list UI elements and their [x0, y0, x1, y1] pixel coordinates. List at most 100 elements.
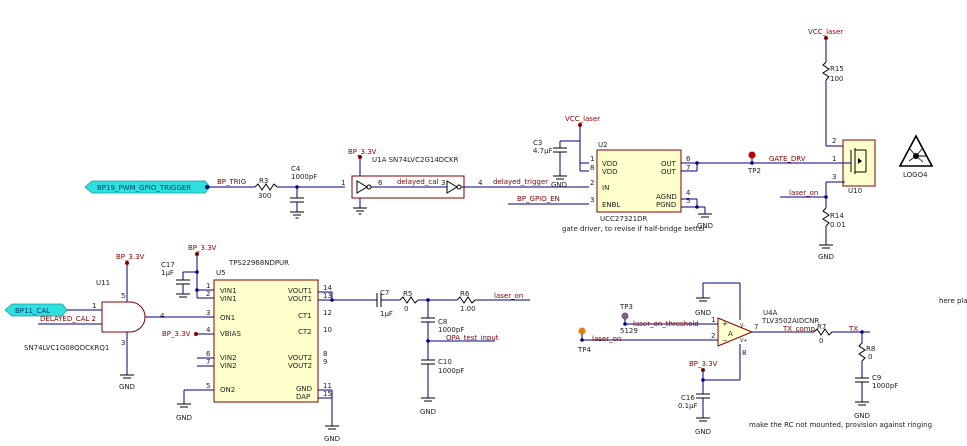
c8-value: 1000pF	[438, 326, 464, 334]
u5-p5: 5	[206, 382, 210, 390]
r3-resistor: R3 300	[254, 177, 278, 200]
r7-resistor: R7 0	[813, 323, 833, 345]
c9-gnd-label: GND	[854, 412, 870, 420]
r8-label: R8	[866, 345, 875, 353]
tp2-testpoint[interactable]	[748, 151, 756, 159]
c7-value: 1µF	[380, 310, 393, 318]
u4a-p7: 7	[754, 323, 758, 331]
u5-p14: 14	[323, 284, 332, 292]
u4a-comparator	[717, 317, 754, 347]
c3-gnd-label: GND	[551, 181, 567, 189]
u5-p11: 11	[323, 382, 332, 390]
u10-label: U10	[848, 187, 862, 195]
tp3-testpoint[interactable]	[621, 312, 629, 320]
u1a-label: U1A SN74LVC2G14DCKR	[372, 156, 459, 164]
u2-p1: 1	[590, 155, 594, 163]
c9-label: C9	[872, 374, 881, 382]
c4-capacitor: C4 1000pF	[290, 165, 317, 219]
u10-gnd-label: GND	[818, 253, 834, 261]
u2-p7: 7	[686, 164, 690, 172]
u5-p12: 12	[323, 309, 332, 317]
r5-value: 0	[404, 305, 408, 313]
u5-p3: 3	[206, 309, 210, 317]
u5-vin1a: VIN1	[220, 287, 237, 295]
u5-dap: DAP	[296, 393, 310, 401]
laser-on-tp4-label: laser_on	[592, 335, 621, 343]
u5-ct2: CT2	[298, 328, 312, 336]
u5-p8: 8	[323, 350, 327, 358]
u5-label: U5	[216, 269, 226, 277]
c9-value: 1000pF	[872, 382, 898, 390]
here-place-note: here plac	[939, 297, 967, 305]
u5-p1: 1	[206, 282, 210, 290]
u2-p5: 5	[686, 197, 690, 205]
u5-p10: 10	[323, 326, 332, 334]
u4a-gnd-label: GND	[695, 309, 711, 317]
bp11-cal-label: BP11_CAL	[15, 307, 50, 315]
r15-value: 100	[830, 75, 843, 83]
c17-capacitor: C17 1µF	[161, 261, 190, 298]
c16-label: C16	[681, 394, 695, 402]
gate-drv-label: GATE_DRV	[769, 155, 806, 163]
u5-vout2a: VOUT2	[288, 354, 312, 362]
r3-label: R3	[259, 177, 268, 185]
rc-note: make the RC not mounted, provision again…	[749, 421, 932, 429]
u4a-part: TLV3502AIDCNR	[761, 317, 819, 325]
u1a-pin3: 3	[441, 179, 445, 187]
u4a-p2: 2	[711, 332, 715, 340]
tx-label: TX	[848, 325, 858, 333]
c16-value: 0.1µF	[678, 402, 698, 410]
logo-label: LOGO4	[903, 171, 928, 179]
u11-power-label: BP_3.3V	[116, 253, 145, 261]
c17-value: 1µF	[161, 269, 174, 277]
u1a-pin6: 6	[378, 179, 383, 187]
u5-p9: 9	[323, 358, 327, 366]
r8-resistor: R8 0	[858, 342, 875, 362]
r15-resistor: R15 100	[822, 61, 844, 83]
u5-p13: 13	[323, 292, 332, 300]
tp4-label: TP4	[577, 346, 591, 354]
c16-capacitor: C16 0.1µF	[678, 393, 710, 410]
u11-part: SN74LVC1G08QDCKRQ1	[24, 344, 109, 352]
u4a-plus: +	[722, 320, 728, 328]
u5-on1: ON1	[220, 314, 235, 322]
u2-out1: OUT	[661, 160, 677, 168]
u11-p5: 5	[121, 292, 125, 300]
u5-gnd-label: GND	[324, 435, 340, 443]
u2-part: UCC27321DR	[600, 215, 648, 223]
tp4-testpoint[interactable]	[578, 327, 586, 335]
u5-gnd: GND	[296, 385, 312, 393]
tx-comp-label: TX_comp	[782, 325, 816, 333]
u5-power-label: BP_3.3V	[188, 244, 217, 252]
u2-enbl: ENBL	[602, 201, 620, 209]
c9-capacitor: C9 1000pF	[855, 374, 898, 390]
u2-p6: 6	[686, 155, 691, 163]
laser-on-threshold-label: laser_on_threshold	[633, 320, 699, 328]
laser-on-u10-label: laser_on	[789, 189, 818, 197]
u2-vdd2: VDD	[602, 168, 618, 176]
u2-in: IN	[602, 184, 609, 192]
r14-value: 0.01	[830, 221, 846, 229]
r14-resistor: R14 0.01	[822, 207, 846, 229]
u5-vbias: VBIAS	[220, 330, 241, 338]
u5-vout2b: VOUT2	[288, 362, 312, 370]
u11-p3: 3	[121, 339, 125, 347]
u11-gnd-label: GND	[119, 383, 135, 391]
tp2-label: TP2	[747, 167, 761, 175]
r5-resistor: R5 0	[399, 290, 419, 313]
u10-p1: 1	[832, 155, 836, 163]
u4a-vplus: V+	[740, 338, 748, 344]
vcc-laser-top-label: VCC_laser	[808, 28, 843, 36]
u5-p2: 2	[206, 290, 210, 298]
c10-label: C10	[438, 358, 452, 366]
u2-agnd: AGND	[656, 193, 677, 201]
bp19-net-tag[interactable]: BP19_PWM_GPIO_TRIGGER	[84, 180, 211, 194]
r6-resistor: R6 1.00	[456, 290, 476, 313]
c7-label: C7	[380, 289, 389, 297]
u2-p3: 3	[590, 196, 594, 204]
bp-gpio-en-label: BP_GPIO_EN	[517, 195, 560, 203]
u11-and-gate	[101, 301, 146, 333]
r7-value: 0	[819, 337, 823, 345]
opa-test-label: OPA_test_input	[446, 334, 499, 342]
u4a-pin-a: A	[728, 330, 733, 338]
